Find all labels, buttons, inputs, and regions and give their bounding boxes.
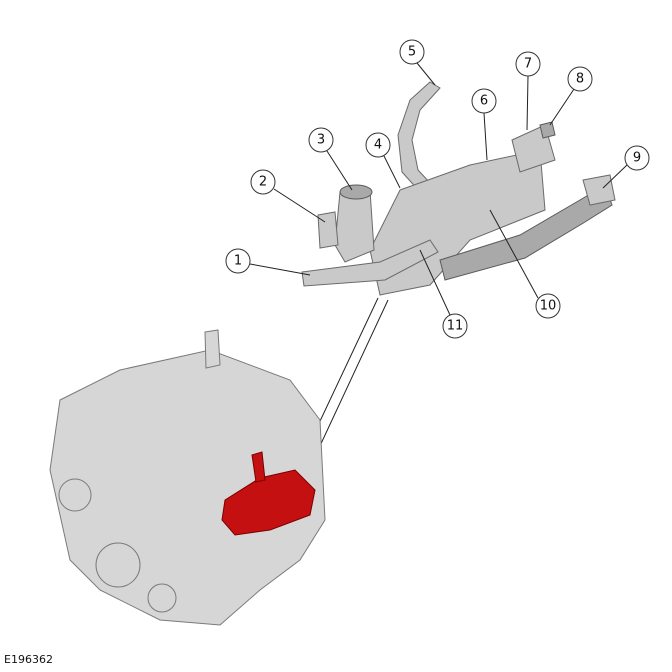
callout-2: 2: [250, 169, 276, 195]
bracket-2: [317, 211, 339, 249]
callout-9: 9: [624, 145, 650, 171]
pipe-9: [439, 184, 613, 281]
callout-11: 11: [442, 313, 468, 339]
highlighted-egr-pipe: [251, 451, 266, 483]
engine: [49, 329, 326, 626]
svg-text:5: 5: [408, 45, 416, 60]
callout-3: 3: [308, 127, 334, 153]
svg-text:11: 11: [447, 319, 464, 334]
svg-text:4: 4: [374, 138, 382, 153]
callout-6: 6: [471, 88, 497, 114]
crank-pulley: [95, 542, 141, 588]
callout-4: 4: [365, 132, 391, 158]
bracket-8: [539, 121, 556, 139]
valve-3-top: [339, 184, 373, 200]
alternator: [58, 478, 92, 512]
callout-1: 1: [225, 248, 251, 274]
svg-text:10: 10: [540, 299, 557, 314]
pulley: [147, 583, 177, 613]
pipe-1: [301, 239, 439, 287]
svg-text:9: 9: [633, 151, 641, 166]
figure-id: E196362: [4, 653, 53, 666]
svg-text:3: 3: [317, 133, 325, 148]
svg-text:7: 7: [524, 57, 532, 72]
svg-text:6: 6: [480, 94, 488, 109]
callout-5: 5: [399, 39, 425, 65]
valve-3: [334, 189, 375, 263]
callout-8: 8: [567, 66, 593, 92]
engine-bracket: [204, 329, 221, 369]
callout-7: 7: [515, 51, 541, 77]
svg-text:1: 1: [234, 254, 242, 269]
callout-10: 10: [535, 293, 561, 319]
pipe-5: [397, 81, 441, 193]
flange-9: [582, 174, 616, 206]
svg-text:2: 2: [259, 175, 267, 190]
highlighted-egr-module: [221, 469, 316, 536]
egr-module-assembly: [301, 81, 616, 296]
svg-text:8: 8: [576, 72, 584, 87]
